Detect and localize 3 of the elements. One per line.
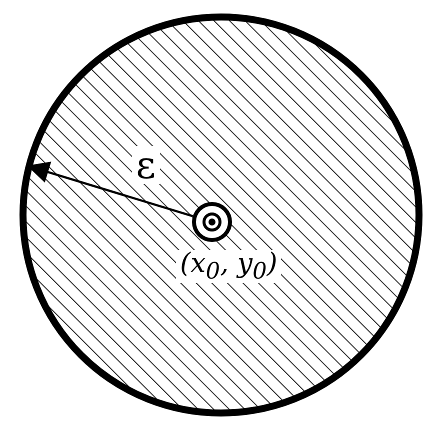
coordinate-label: (x$_{0}$, y$_{0}$) [176, 250, 282, 283]
edge-label: ε [132, 146, 160, 184]
hatched-disk [19, 13, 423, 417]
